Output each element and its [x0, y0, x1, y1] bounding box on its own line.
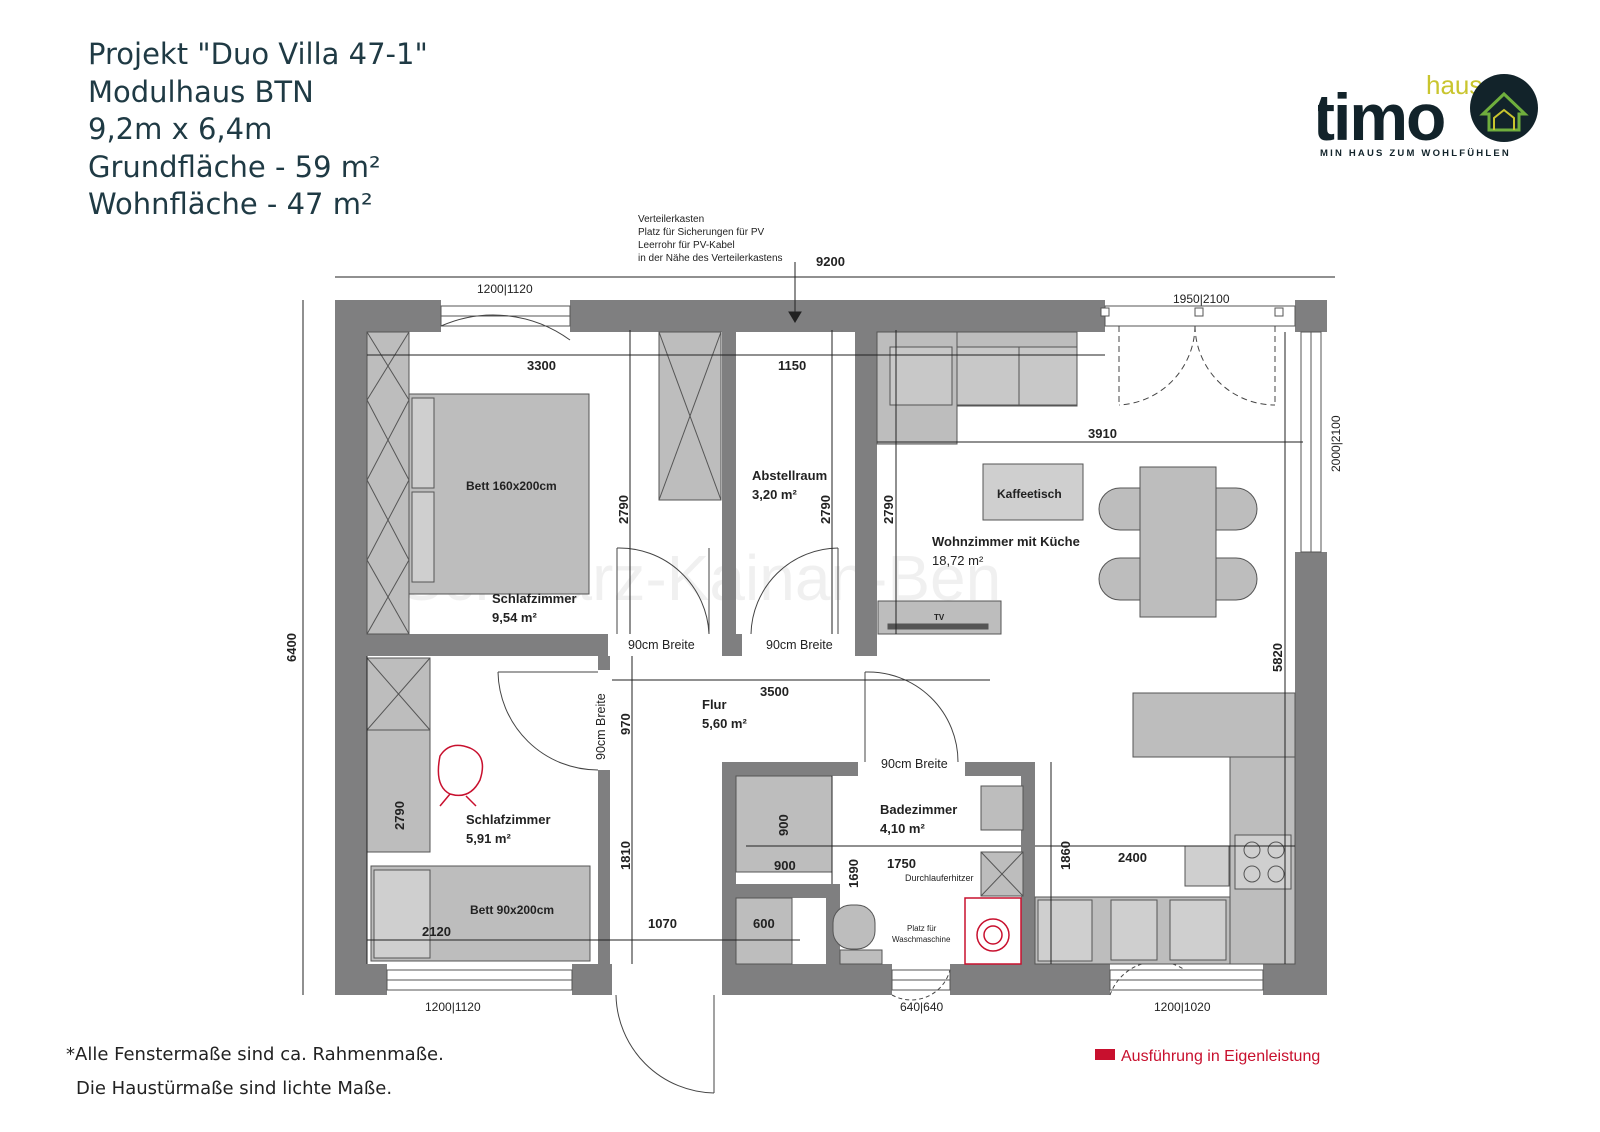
coffee-table-label: Kaffeetisch — [997, 487, 1062, 501]
room-name-hall: Flur — [702, 697, 727, 712]
room-area-hall: 5,60 m² — [702, 716, 747, 731]
office-chair — [437, 744, 484, 807]
water-heater-label: Durchlauferhitzer — [905, 873, 974, 883]
win-bottom-mid: 640|640 — [900, 1000, 943, 1014]
washing-machine — [964, 897, 1022, 965]
win-bottom-left: 1200|1120 — [425, 1000, 481, 1014]
project-title: Projekt "Duo Villa 47-1" — [88, 37, 428, 71]
washer-label-1: Platz für — [907, 924, 937, 933]
bed-large-label: Bett 160x200cm — [466, 479, 557, 493]
door-label-1: 90cm Breite — [628, 638, 695, 652]
dim-overall-height: 6400 — [284, 633, 299, 662]
win-bottom-right: 1200|1020 — [1154, 1000, 1211, 1014]
win-top-left: 1200|1120 — [477, 282, 533, 296]
dimension-labels: 9200 6400 3300 1150 3910 2790 2790 2790 … — [284, 254, 1285, 939]
bed-large — [408, 393, 590, 595]
tv-label: TV — [934, 613, 945, 622]
annotation: Verteilerkasten Platz für Sicherungen fü… — [638, 214, 783, 264]
coffee-table — [982, 463, 1084, 521]
dim-2120: 2120 — [422, 924, 451, 939]
dim-600: 600 — [753, 916, 775, 931]
annotation-line-3: Leerrohr für PV-Kabel — [638, 240, 735, 251]
dim-3910: 3910 — [1088, 426, 1117, 441]
room-area-living: 18,72 m² — [932, 553, 984, 568]
room-area-storage: 3,20 m² — [752, 487, 797, 502]
dim-3500: 3500 — [760, 684, 789, 699]
dim-900-a: 900 — [776, 814, 791, 836]
room-name-bedroom-1: Schlafzimmer — [492, 591, 577, 606]
dining-table — [1139, 466, 1217, 618]
window-labels: 1200|1120 1950|2100 2000|2100 1200|1120 … — [425, 282, 1343, 1014]
dim-1150: 1150 — [778, 358, 806, 373]
dim-970: 970 — [618, 713, 633, 735]
dim-2790-c: 2790 — [881, 495, 896, 524]
dim-1810: 1810 — [618, 841, 633, 870]
room-area-bedroom-1: 9,54 m² — [492, 610, 537, 625]
windows — [386, 305, 1322, 991]
door-label-3: 90cm Breite — [594, 693, 608, 760]
annotation-line-1: Verteilerkasten — [638, 214, 704, 225]
room-name-bath: Badezimmer — [880, 802, 957, 817]
win-top-right: 1950|2100 — [1173, 292, 1230, 306]
dim-5820: 5820 — [1270, 643, 1285, 672]
furniture — [366, 331, 1296, 965]
room-area-bedroom-2: 5,91 m² — [466, 831, 511, 846]
room-name-living: Wohnzimmer mit Küche — [932, 534, 1080, 549]
project-size: 9,2m x 6,4m — [88, 112, 273, 146]
bed-small-label: Bett 90x200cm — [470, 903, 554, 917]
door-swings — [440, 314, 1276, 1094]
project-model: Modulhaus BTN — [88, 74, 314, 109]
legend-swatch — [1095, 1049, 1115, 1060]
legend-label: Ausführung in Eigenleistung — [1121, 1048, 1321, 1065]
dim-2790-b: 2790 — [818, 495, 833, 524]
door-label-2: 90cm Breite — [766, 638, 833, 652]
title-block: Projekt "Duo Villa 47-1" Modulhaus BTN 9… — [88, 36, 428, 224]
dim-1860: 1860 — [1058, 841, 1073, 870]
dim-900-b: 900 — [774, 858, 796, 873]
logo-tagline: MIN HAUS ZUM WOHLFÜHLEN — [1320, 148, 1511, 159]
win-right: 2000|2100 — [1329, 415, 1343, 472]
logo-house-icon — [1470, 74, 1538, 142]
shower — [735, 775, 833, 873]
room-name-storage: Abstellraum — [752, 468, 827, 483]
dim-2400: 2400 — [1118, 850, 1147, 865]
washer-label-2: Waschmaschine — [892, 935, 951, 944]
room-name-bedroom-2: Schlafzimmer — [466, 812, 551, 827]
ground-area: Grundfläche - 59 m² — [88, 149, 381, 184]
logo-brand: timo — [1318, 80, 1444, 154]
dimension-lines — [302, 262, 1335, 995]
dim-2790-a: 2790 — [616, 495, 631, 524]
dim-2790-d: 2790 — [392, 801, 407, 830]
door-label-4: 90cm Breite — [881, 757, 948, 771]
living-area: Wohnfläche - 47 m² — [88, 187, 373, 221]
note-windows: *Alle Fenstermaße sind ca. Rahmenmaße. — [66, 1044, 444, 1065]
walls — [335, 300, 1327, 995]
kitchen-counter — [1132, 692, 1296, 758]
timo-haus-logo: haus timo MIN HAUS ZUM WOHLFÜHLEN — [1318, 70, 1538, 159]
dim-1070: 1070 — [648, 916, 677, 931]
door-labels: 90cm Breite 90cm Breite 90cm Breite 90cm… — [594, 638, 948, 771]
dim-1690: 1690 — [846, 859, 861, 888]
furniture-labels: Bett 160x200cm Bett 90x200cm Kaffeetisch… — [466, 479, 1062, 944]
dim-1750: 1750 — [887, 856, 916, 871]
annotation-line-2: Platz für Sicherungen für PV — [638, 227, 765, 238]
room-labels: Schlafzimmer 9,54 m² Abstellraum 3,20 m²… — [466, 468, 1080, 846]
legend: Ausführung in Eigenleistung — [1095, 1048, 1320, 1066]
room-area-bath: 4,10 m² — [880, 821, 925, 836]
annotation-line-4: in der Nähe des Verteilerkastens — [638, 253, 783, 264]
note-door: Die Haustürmaße sind lichte Maße. — [76, 1078, 393, 1099]
dim-3300: 3300 — [527, 358, 556, 373]
dim-overall-width: 9200 — [816, 254, 845, 269]
